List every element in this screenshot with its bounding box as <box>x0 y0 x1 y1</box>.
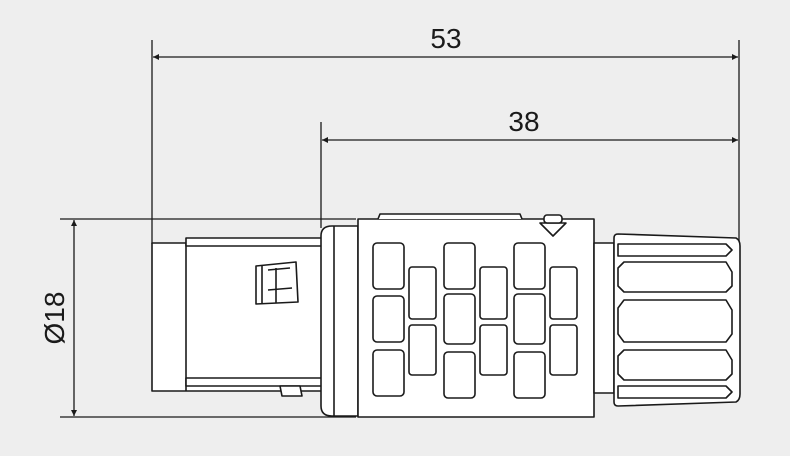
latch <box>255 261 299 305</box>
neck <box>593 242 615 394</box>
connector-part <box>151 213 741 418</box>
dimension-overall-length <box>151 40 740 244</box>
body-length-label: 38 <box>508 106 539 137</box>
dimension-body-length <box>320 122 738 228</box>
front-sleeve <box>151 237 328 397</box>
strain-relief <box>613 233 741 407</box>
overall-length-label: 53 <box>430 23 461 54</box>
collar <box>320 225 359 417</box>
main-body <box>357 213 595 418</box>
diameter-label: Ø18 <box>39 292 70 345</box>
dimension-diameter <box>60 218 356 418</box>
